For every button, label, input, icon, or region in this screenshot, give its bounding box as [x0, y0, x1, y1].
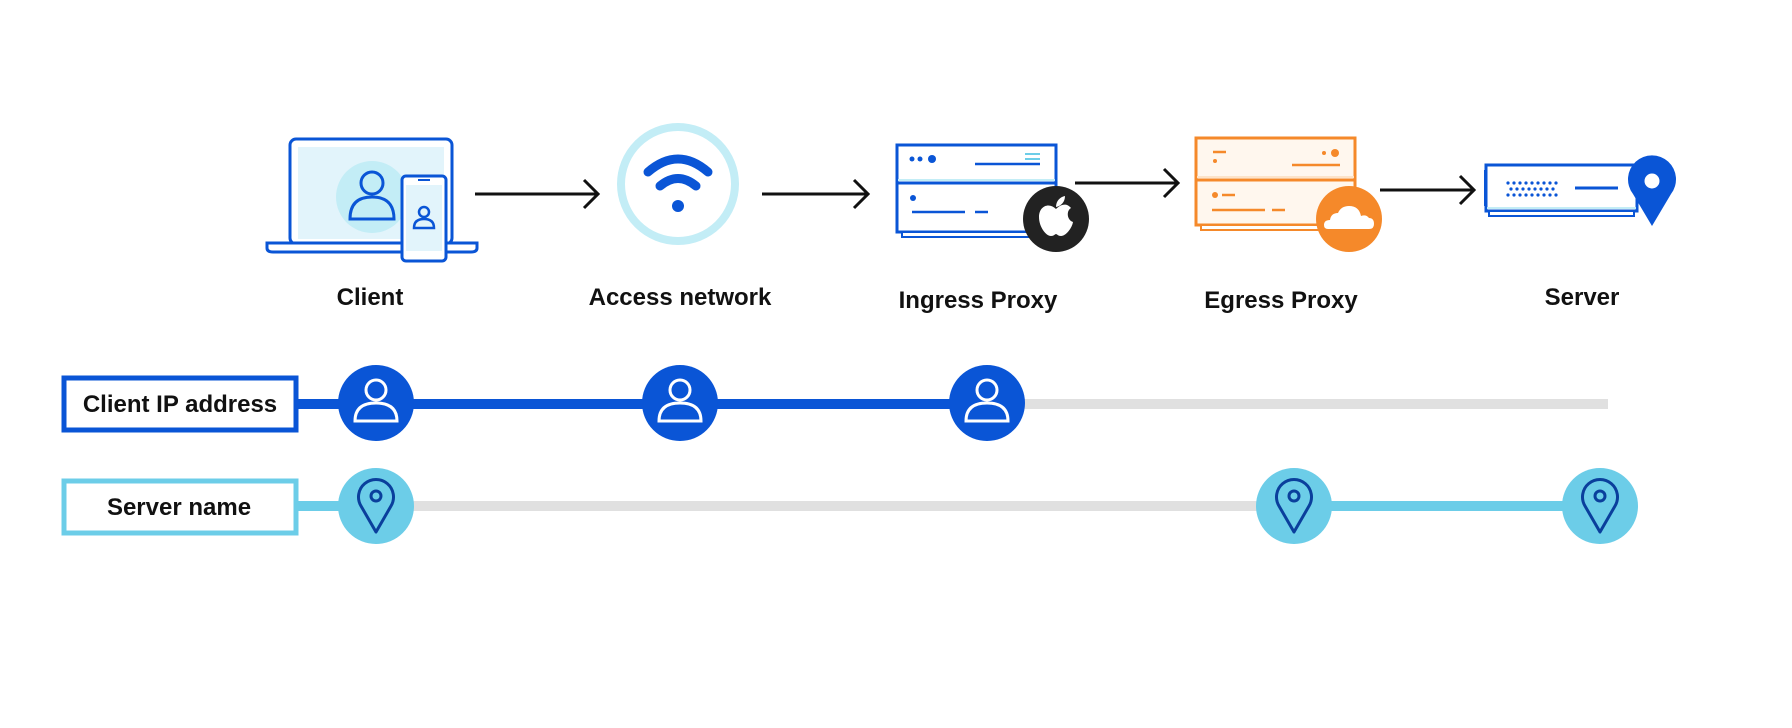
ingress-proxy-node: Ingress Proxy: [895, 143, 1089, 314]
map-pin-icon: [1628, 155, 1676, 226]
server-name-row: Server name: [61, 468, 1638, 544]
server-label: Server: [1545, 284, 1620, 311]
client-ip-marker-client: [338, 365, 414, 441]
user-icon: [353, 378, 399, 423]
map-pin-icon: [1275, 477, 1313, 534]
ingress-proxy-label: Ingress Proxy: [899, 287, 1058, 314]
wifi-icon: [643, 154, 713, 191]
map-pin-icon: [357, 477, 395, 534]
server-icon: [1484, 163, 1639, 217]
server-name-label: Server name: [107, 494, 251, 521]
server-name-marker-egress: [1256, 468, 1332, 544]
client-ip-row: Client IP address: [61, 365, 1608, 441]
phone-icon: [400, 174, 448, 263]
cloud-icon: [1316, 186, 1382, 252]
server-name-marker-server: [1562, 468, 1638, 544]
user-icon: [348, 170, 396, 221]
client-label: Client: [337, 284, 404, 311]
client-ip-marker-access: [642, 365, 718, 441]
arrow-access-to-ingress: [762, 178, 871, 210]
arrow-egress-to-server: [1380, 174, 1477, 206]
client-ip-marker-ingress: [949, 365, 1025, 441]
arrow-ingress-to-egress: [1075, 167, 1181, 199]
user-icon: [657, 378, 703, 423]
apple-logo-icon: [1023, 186, 1089, 252]
user-icon: [964, 378, 1010, 423]
arrow-client-to-access: [475, 178, 601, 210]
client-ip-label: Client IP address: [83, 391, 277, 418]
server-name-marker-client: [338, 468, 414, 544]
access-network-label: Access network: [589, 284, 772, 311]
egress-proxy-node: Egress Proxy: [1194, 136, 1382, 314]
client-node: Client: [265, 137, 479, 311]
map-pin-icon: [1581, 477, 1619, 534]
egress-proxy-label: Egress Proxy: [1204, 287, 1358, 314]
access-network-node: Access network: [589, 123, 772, 311]
server-node: Server: [1484, 155, 1676, 311]
